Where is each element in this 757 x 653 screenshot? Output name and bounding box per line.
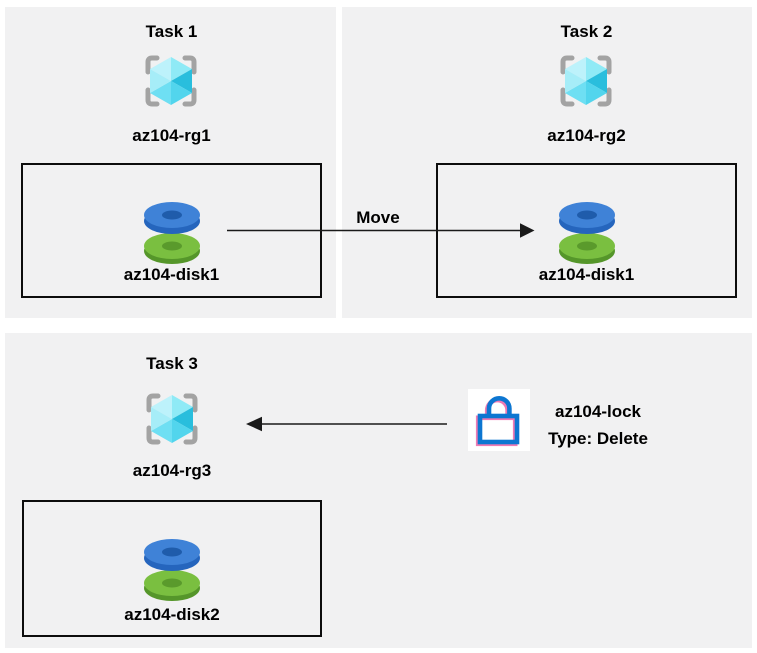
task3-disk-box <box>22 500 322 637</box>
move-arrow-label: Move <box>356 208 400 227</box>
disk-icon <box>143 200 201 266</box>
task3-resource-group-label: az104-rg3 <box>132 461 212 480</box>
task3-panel <box>5 333 752 648</box>
task3-title: Task 3 <box>146 354 198 373</box>
task2-resource-group-label: az104-rg2 <box>547 126 626 145</box>
task2-panel <box>342 7 752 318</box>
lock-name: az104-lock <box>555 402 641 421</box>
lock-type: Type: Delete <box>548 429 648 448</box>
lock-caption: az104-lock Type: Delete <box>518 398 678 452</box>
lock-icon-box <box>468 389 530 451</box>
task1-resource-group-label: az104-rg1 <box>132 126 211 145</box>
task1-disk-label: az104-disk1 <box>123 265 220 284</box>
task3-disk-label: az104-disk2 <box>124 605 220 624</box>
resource-group-icon <box>557 53 615 109</box>
disk-icon <box>558 200 616 266</box>
task2-disk-label: az104-disk1 <box>538 265 635 284</box>
task2-title: Task 2 <box>560 22 613 41</box>
task1-title: Task 1 <box>145 22 198 41</box>
resource-group-icon <box>143 391 201 447</box>
disk-icon <box>143 537 201 603</box>
resource-group-icon <box>142 53 200 109</box>
